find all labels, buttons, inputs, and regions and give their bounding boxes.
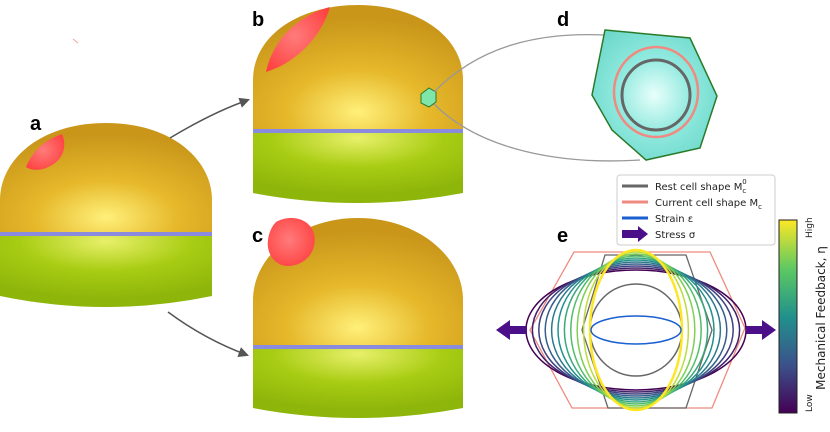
legend: Rest cell shape Mc0 Current cell shape M… bbox=[616, 174, 776, 246]
legend-strain-label: Strain ε bbox=[655, 214, 693, 225]
arrow-a-to-b bbox=[169, 97, 250, 139]
panel-label-b: b bbox=[252, 9, 264, 31]
dome-c-bulge bbox=[267, 218, 315, 266]
dome-c-bottom bbox=[253, 347, 463, 418]
stress-arrow-left bbox=[496, 320, 527, 340]
colorbar-low-label: Low bbox=[805, 394, 815, 412]
colorbar: High Low Mechanical Feedback, η bbox=[778, 217, 828, 414]
feedback-ellipse bbox=[550, 261, 722, 399]
feedback-ellipse bbox=[582, 251, 690, 409]
strain-ellipse bbox=[590, 315, 682, 345]
legend-rest-label: Rest cell shape Mc0 bbox=[655, 178, 747, 195]
feedback-ellipse bbox=[557, 259, 715, 401]
dome-b-patch bbox=[266, 7, 330, 72]
legend-current-label: Current cell shape Mc bbox=[655, 198, 762, 211]
legend-box bbox=[616, 174, 776, 246]
zoom-line-bottom bbox=[433, 103, 641, 162]
zoom-line-top bbox=[433, 33, 606, 93]
dome-a-bottom bbox=[0, 234, 212, 307]
stress-diagram bbox=[496, 248, 776, 412]
feedback-ellipse bbox=[588, 248, 684, 412]
feedback-ellipses bbox=[525, 248, 747, 412]
legend-stress-label: Stress σ bbox=[655, 230, 696, 241]
feedback-ellipse bbox=[563, 257, 709, 403]
feedback-ellipse bbox=[576, 253, 696, 407]
dome-a bbox=[0, 123, 212, 307]
feedback-ellipse bbox=[538, 265, 734, 395]
dome-a-top bbox=[0, 123, 212, 234]
cell-zoom-rest-shape bbox=[620, 58, 692, 132]
stress-arrow-right bbox=[746, 320, 776, 340]
dome-b bbox=[253, 5, 463, 203]
stray-mark bbox=[72, 38, 79, 44]
feedback-ellipse bbox=[544, 263, 728, 397]
panel-label-d: d bbox=[557, 9, 569, 31]
dome-b-cell bbox=[420, 87, 437, 108]
colorbar-gradient bbox=[778, 219, 798, 414]
current-hexagon bbox=[529, 251, 746, 409]
panel-label-a: a bbox=[30, 113, 42, 135]
rest-hexagon bbox=[581, 254, 713, 409]
panel-label-e: e bbox=[557, 225, 568, 247]
dome-b-top bbox=[253, 5, 463, 131]
colorbar-high-label: High bbox=[805, 217, 815, 238]
rest-circle bbox=[589, 283, 683, 377]
dome-a-patch bbox=[26, 134, 65, 170]
dome-b-bottom bbox=[253, 131, 463, 203]
colorbar-title: Mechanical Feedback, η bbox=[814, 246, 828, 390]
arrow-a-to-c bbox=[167, 311, 249, 358]
panel-label-c: c bbox=[252, 225, 263, 247]
feedback-ellipse bbox=[531, 267, 741, 393]
dome-c bbox=[253, 218, 463, 418]
feedback-ellipse bbox=[570, 255, 702, 405]
cell-zoom bbox=[591, 29, 718, 161]
legend-stress-arrow bbox=[622, 226, 648, 242]
cell-zoom-current-shape bbox=[612, 45, 700, 139]
